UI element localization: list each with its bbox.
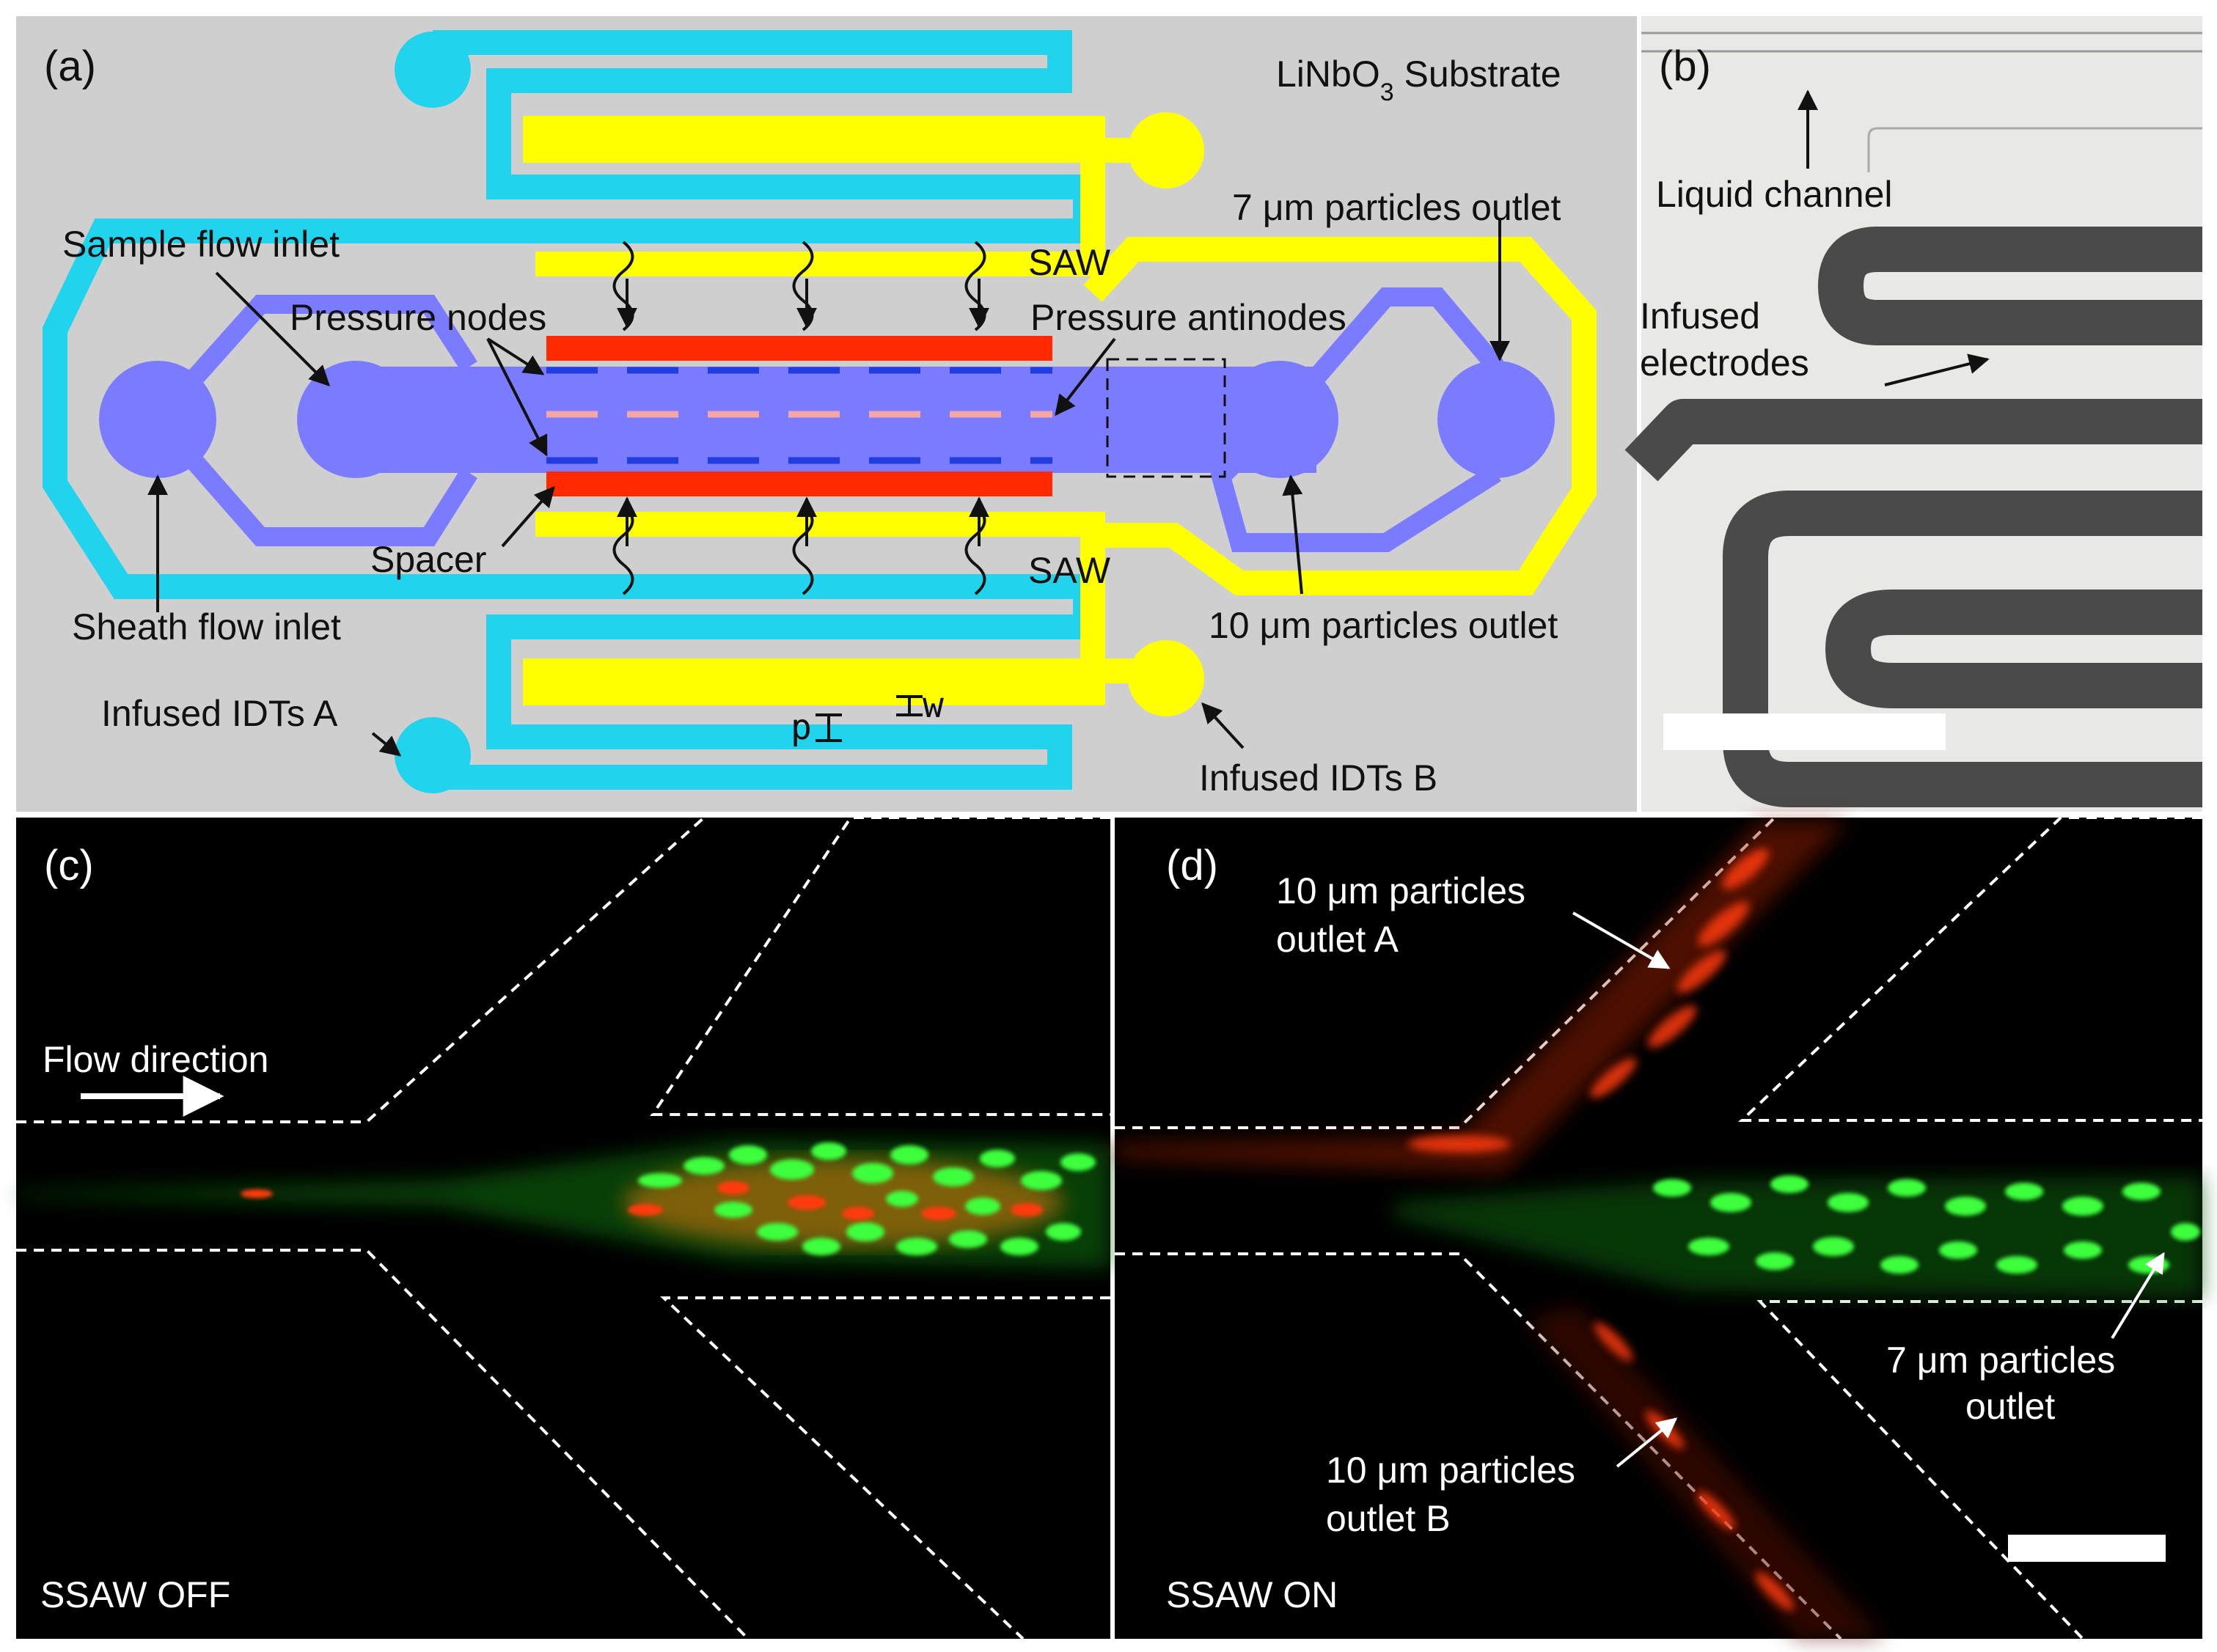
dim-p-label: p bbox=[791, 707, 812, 748]
leader-arrows-d bbox=[1572, 911, 2165, 1468]
outlet-a-label-line1: 10 μm particles bbox=[1276, 870, 1525, 911]
idt-b-bottom-pad bbox=[1128, 640, 1204, 716]
idt-a-bottom-pad bbox=[395, 717, 471, 793]
saw-bottom-label: SAW bbox=[1028, 550, 1111, 591]
panel-c-tag: (c) bbox=[44, 842, 94, 889]
spacer-top bbox=[546, 336, 1052, 361]
ssaw-on-label: SSAW ON bbox=[1166, 1574, 1338, 1615]
spacer-label: Spacer bbox=[370, 539, 486, 580]
panel-b-tag: (b) bbox=[1659, 43, 1711, 90]
pressure-nodes-label: Pressure nodes bbox=[290, 297, 546, 338]
infused-label-line2: electrodes bbox=[1640, 342, 1809, 383]
idt-b-label: Infused IDTs B bbox=[1199, 757, 1437, 799]
spacer-bottom bbox=[546, 471, 1052, 496]
panel-a: (a) LiNbO3 Substrate Sample flow inlet P… bbox=[16, 16, 1637, 812]
scale-bar-b bbox=[1663, 713, 1946, 750]
outlet-7-label: 7 μm particles outlet bbox=[1232, 187, 1561, 228]
idt-b-top-pad bbox=[1128, 112, 1204, 188]
leader-arrows-a bbox=[147, 220, 1510, 757]
idt-b-electrodes bbox=[523, 116, 1597, 705]
liquid-channel-label: Liquid channel bbox=[1656, 174, 1893, 215]
panel-d-tag: (d) bbox=[1166, 842, 1218, 889]
zoom-box bbox=[1106, 358, 1226, 478]
idt-a-top-pad bbox=[395, 32, 471, 108]
outlet-a-label-line2: outlet A bbox=[1276, 919, 1399, 960]
channel-outline-c bbox=[16, 816, 1110, 1640]
idt-a-label: Infused IDTs A bbox=[101, 693, 338, 734]
scale-bar-d bbox=[2008, 1535, 2166, 1562]
dim-w-bar bbox=[896, 695, 923, 716]
particle-stream-c bbox=[16, 1140, 1110, 1269]
channel-side-branches bbox=[150, 287, 1503, 552]
channel-wall-3 bbox=[1867, 127, 2202, 172]
panel-c: (c) Flow direction SSAW OFF bbox=[16, 816, 1110, 1640]
sheath-inlet-label: Sheath flow inlet bbox=[72, 606, 341, 647]
infused-electrode-pattern bbox=[1624, 227, 2202, 807]
outlet-b-label-line2: outlet B bbox=[1326, 1498, 1451, 1539]
outlet-10-label: 10 μm particles outlet bbox=[1209, 605, 1558, 646]
flow-direction-label: Flow direction bbox=[43, 1039, 268, 1080]
saw-arrows bbox=[617, 279, 989, 546]
outlet-7-d-label-line1: 7 μm particles bbox=[1886, 1340, 2115, 1381]
leader-arrows-b bbox=[1798, 89, 1990, 386]
outlet-b-label-line1: 10 μm particles bbox=[1326, 1450, 1575, 1491]
infused-label-line1: Infused bbox=[1640, 295, 1760, 337]
saw-top-label: SAW bbox=[1028, 242, 1111, 283]
panel-a-tag: (a) bbox=[44, 43, 96, 90]
sample-inlet-label: Sample flow inlet bbox=[62, 224, 340, 265]
particle-stream-d bbox=[1115, 821, 2202, 1639]
panel-b: (b) Liquid channel Infused electrodes bbox=[1624, 16, 2202, 812]
dim-p-bar bbox=[816, 713, 842, 742]
dim-w-label: w bbox=[923, 685, 944, 726]
pressure-antinodes-label: Pressure antinodes bbox=[1030, 297, 1346, 338]
outlet-7-d-label-line2: outlet bbox=[1965, 1386, 2055, 1427]
idt-a-electrodes bbox=[43, 30, 1098, 790]
substrate-label: LiNbO3 Substrate bbox=[1276, 54, 1561, 106]
ssaw-off-label: SSAW OFF bbox=[40, 1574, 230, 1615]
panel-d: (d) 10 μm particles outlet A 10 μm parti… bbox=[1115, 816, 2202, 1640]
